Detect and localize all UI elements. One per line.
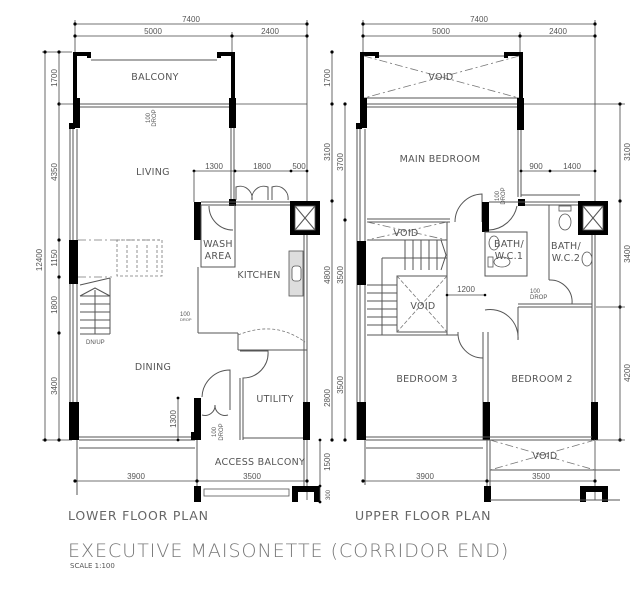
drop-bath2-2: DROP: [530, 295, 547, 301]
dim-right-3400: 3400: [623, 245, 632, 263]
drop-util-2: DROP: [219, 423, 225, 440]
dim-upper-top-left: 5000: [432, 27, 450, 36]
void-stair: VOID: [393, 228, 418, 239]
room-living: LIVING: [136, 167, 170, 178]
dim-lower-top-left: 5000: [144, 27, 162, 36]
room-bath1-line2: W.C.1: [495, 251, 524, 262]
dim-upper-top-right: 2400: [549, 27, 567, 36]
room-bedroom-2: BEDROOM 2: [511, 374, 572, 385]
room-wash-area-line1: WASH: [203, 239, 233, 250]
dim-corridor-1200: 1200: [457, 285, 475, 294]
drawing-title: EXECUTIVE MAISONETTE (CORRIDOR END): [68, 540, 509, 562]
dim-kitchen-c: 500: [292, 162, 306, 171]
dim-lower-top-right: 2400: [261, 27, 279, 36]
room-bath2-line1: BATH/: [551, 241, 581, 252]
room-wash-area-line2: AREA: [205, 251, 232, 262]
dim-inner-3500a: 3500: [336, 266, 345, 284]
dim-lower-left-total: 12400: [35, 248, 44, 271]
drop-kitchen-2: DROP: [180, 317, 192, 322]
drop-util-1: 100: [212, 426, 218, 437]
dim-mid-3100: 3100: [323, 143, 332, 161]
room-kitchen: KITCHEN: [237, 270, 280, 281]
void-center: VOID: [410, 301, 435, 312]
drop-balcony-1: 100: [146, 112, 152, 123]
dim-right-3100: 3100: [623, 143, 632, 161]
drop-balcony-2: DROP: [152, 109, 158, 126]
stair-label: DN/UP: [86, 340, 105, 346]
room-balcony: BALCONY: [131, 72, 178, 83]
room-bedroom-3: BEDROOM 3: [396, 374, 457, 385]
dim-lower-bottom-left: 3900: [127, 472, 145, 481]
dim-kitchen-a: 1300: [205, 162, 223, 171]
void-top: VOID: [428, 72, 453, 83]
dim-bath-900: 900: [529, 162, 543, 171]
lower-floor-plan: 7400 5000 2400 12400 1700 4350 1150 1800…: [35, 15, 332, 523]
dim-inner-3500b: 3500: [336, 376, 345, 394]
drop-kitchen-1: 100: [180, 312, 191, 318]
dim-door-1300: 1300: [169, 410, 178, 428]
dim-mid-1700: 1700: [323, 69, 332, 87]
shared-vertical-dimensions: 1700 3100 4800 2800 3700 3500 3500: [323, 50, 347, 442]
room-bath2-line2: W.C.2: [552, 253, 581, 264]
upper-floor-plan: 7400 5000 2400 VOID MAIN BEDROOM VOID: [355, 15, 632, 523]
dim-upper-top-total: 7400: [470, 15, 488, 24]
drop-bath2-1: 100: [530, 289, 541, 295]
dim-lower-bottom-right: 3500: [243, 472, 261, 481]
dim-upper-bottom-right: 3500: [532, 472, 550, 481]
room-access-balcony: ACCESS BALCONY: [215, 457, 305, 468]
upper-floor-label: UPPER FLOOR PLAN: [355, 508, 491, 523]
drop-bath1-1: 100: [495, 190, 501, 201]
dim-lower-top-total: 7400: [182, 15, 200, 24]
room-main-bedroom: MAIN BEDROOM: [400, 154, 481, 165]
dim-mid-300: 300: [326, 489, 332, 500]
void-bottom: VOID: [532, 451, 557, 462]
dim-inner-3700: 3700: [336, 153, 345, 171]
drawing-scale: SCALE 1:100: [70, 562, 115, 570]
dim-mid-2800: 2800: [323, 389, 332, 407]
dim-mid-1500: 1500: [323, 453, 332, 471]
room-bath1-line1: BATH/: [494, 239, 524, 250]
dim-kitchen-b: 1800: [253, 162, 271, 171]
dim-lower-left-2: 4350: [50, 163, 59, 181]
dim-mid-4800: 4800: [323, 266, 332, 284]
dim-lower-left-5: 3400: [50, 377, 59, 395]
drop-bath1-2: DROP: [501, 187, 507, 204]
dim-right-4200: 4200: [623, 364, 632, 382]
dim-lower-left-4: 1800: [50, 296, 59, 314]
dim-lower-left-3: 1150: [50, 249, 59, 267]
lower-floor-label: LOWER FLOOR PLAN: [68, 508, 209, 523]
room-dining: DINING: [135, 362, 171, 373]
dim-bath-1400: 1400: [563, 162, 581, 171]
room-utility: UTILITY: [256, 394, 293, 405]
dim-lower-left-1: 1700: [50, 69, 59, 87]
dim-upper-bottom-left: 3900: [416, 472, 434, 481]
